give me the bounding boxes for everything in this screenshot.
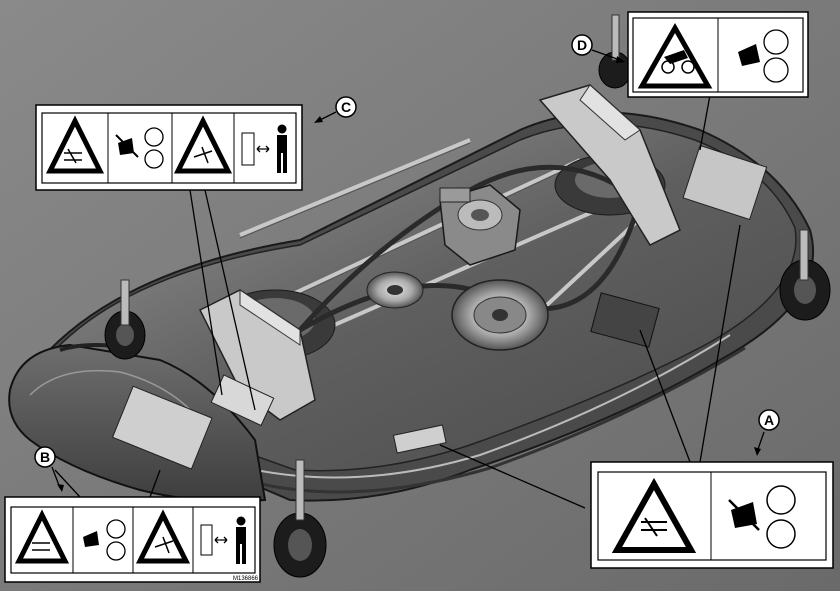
deck-decal-b [111, 385, 213, 470]
callout-a: A [754, 409, 780, 456]
callout-b: B [34, 446, 64, 492]
svg-text:B: B [40, 449, 50, 465]
left-pulley [366, 271, 424, 309]
gearbox [439, 184, 521, 266]
warning-triangle-icon [637, 22, 713, 89]
deck-decal-a2 [590, 292, 660, 348]
center-pulley [451, 279, 549, 351]
gauge-wheel-front-right [779, 229, 831, 321]
svg-text:C: C [341, 99, 351, 115]
thrown-object-icon [641, 517, 667, 537]
deck-decal-d [682, 144, 768, 221]
belt-entanglement-icon [661, 50, 695, 74]
warning-triangle-icon [45, 115, 105, 174]
safety-decal-d [627, 11, 809, 98]
warning-triangle-icon [14, 509, 70, 564]
machine-outline-icon [200, 524, 213, 556]
safety-decal-a [590, 461, 834, 569]
keep-hands-away-icon [83, 519, 126, 561]
blade-injury-icon [193, 146, 213, 164]
callout-c: C [314, 96, 357, 123]
deck-decal-a1 [392, 424, 447, 454]
deck-decal-c [210, 374, 275, 427]
distance-arrow-icon [256, 145, 270, 153]
figure-code: M136866 [233, 576, 259, 582]
safety-decal-c [35, 104, 303, 191]
belt-shield-right [538, 84, 681, 246]
person-icon [277, 124, 287, 173]
machine-outline-icon [241, 132, 255, 166]
thrown-object-icon [32, 542, 50, 551]
warning-triangle-icon [611, 477, 697, 553]
gauge-wheel-rear-left [104, 279, 146, 360]
blade-injury-icon [154, 536, 174, 554]
keep-hands-away-icon [728, 485, 796, 549]
callout-d: D [571, 34, 625, 63]
warning-triangle-icon [173, 115, 233, 174]
leader-lines [54, 94, 741, 509]
keep-hands-away-icon [738, 29, 789, 83]
distance-arrow-icon [214, 536, 228, 544]
person-icon [236, 516, 246, 564]
warning-triangle-icon [135, 509, 191, 564]
thrown-object-icon [64, 148, 82, 164]
svg-text:D: D [577, 37, 587, 53]
keep-hands-away-icon [115, 127, 164, 169]
gauge-wheel-front-left [273, 459, 327, 578]
svg-text:A: A [764, 412, 774, 428]
safety-decal-b: M136866 [4, 496, 261, 583]
